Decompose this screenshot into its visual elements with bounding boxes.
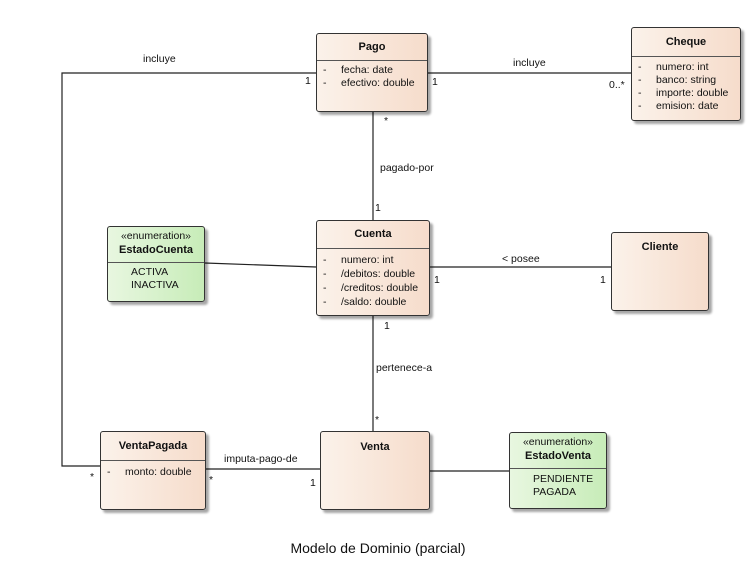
stereotype-label: «enumeration» (522, 436, 594, 448)
multiplicity-label: * (384, 115, 389, 127)
attribute-compartment: -numero: int -banco: string -importe: do… (632, 56, 740, 113)
enum-estadocuenta[interactable]: «enumeration» EstadoCuenta ACTIVA INACTI… (107, 226, 205, 302)
class-name: Cuenta (354, 228, 392, 240)
assoc-name-label: pertenece-a (376, 362, 433, 374)
attribute: -numero: int (323, 254, 394, 266)
attribute-compartment: -monto: double (101, 460, 205, 479)
attribute-compartment: -numero: int -/debitos: double -/credito… (317, 248, 429, 310)
assoc-name-label: imputa-pago-de (224, 453, 298, 465)
attribute: -numero: int (638, 61, 709, 73)
enum-literal: ACTIVA (131, 266, 169, 278)
attribute-compartment: -fecha: date -efectivo: double (317, 60, 427, 90)
multiplicity-label: 1 (305, 75, 311, 87)
assoc-name-label: pagado-por (380, 162, 434, 174)
attribute: -importe: double (638, 87, 729, 99)
multiplicity-label: 1 (375, 202, 381, 214)
enum-estadoventa[interactable]: «enumeration» EstadoVenta PENDIENTE PAGA… (509, 432, 607, 509)
attribute: -banco: string (638, 74, 717, 86)
enum-name: EstadoCuenta (119, 244, 193, 256)
class-name: Cheque (665, 36, 707, 48)
multiplicity-label: 1 (310, 477, 316, 489)
class-name: VentaPagada (118, 440, 188, 452)
multiplicity-label: * (90, 471, 95, 483)
class-venta[interactable]: Venta (320, 431, 430, 510)
attribute: -/debitos: double (323, 268, 416, 280)
enum-literal: PAGADA (533, 486, 576, 498)
multiplicity-label: 1 (384, 320, 390, 332)
attribute: -/saldo: double (323, 296, 407, 308)
attribute: -monto: double (107, 466, 192, 478)
literal-compartment: PENDIENTE PAGADA (510, 468, 606, 499)
enum-name: EstadoVenta (524, 450, 592, 462)
enum-literal: INACTIVA (131, 279, 179, 291)
class-cheque[interactable]: Cheque -numero: int -banco: string -impo… (631, 27, 741, 121)
diagram-caption: Modelo de Dominio (parcial) (290, 540, 466, 556)
attribute: -/creditos: double (323, 282, 419, 294)
class-cliente[interactable]: Cliente (611, 232, 709, 311)
assoc-ventapagada-pago (61, 72, 316, 467)
literal-compartment: ACTIVA INACTIVA (108, 262, 204, 292)
multiplicity-label: * (375, 414, 380, 426)
class-pago[interactable]: Pago -fecha: date -efectivo: double (316, 33, 428, 112)
multiplicity-label: 0..* (609, 79, 625, 91)
class-cuenta[interactable]: Cuenta -numero: int -/debitos: double -/… (316, 220, 430, 316)
attribute: -efectivo: double (323, 77, 415, 89)
assoc-name-label: < posee (502, 253, 540, 265)
attribute: -fecha: date (323, 64, 393, 76)
assoc-name-label: incluye (143, 53, 176, 65)
multiplicity-label: 1 (434, 274, 440, 286)
class-name: Pago (358, 41, 386, 53)
multiplicity-label: * (209, 474, 214, 486)
multiplicity-label: 1 (432, 76, 438, 88)
stereotype-label: «enumeration» (120, 230, 192, 242)
assoc-estadocuenta-cuenta (204, 262, 317, 268)
enum-literal: PENDIENTE (533, 473, 594, 485)
assoc-name-label: incluye (513, 57, 546, 69)
multiplicity-label: 1 (600, 274, 606, 286)
class-name: Cliente (641, 241, 679, 253)
attribute: -emision: date (638, 100, 719, 112)
class-name: Venta (360, 441, 390, 453)
class-ventapagada[interactable]: VentaPagada -monto: double (100, 431, 206, 510)
